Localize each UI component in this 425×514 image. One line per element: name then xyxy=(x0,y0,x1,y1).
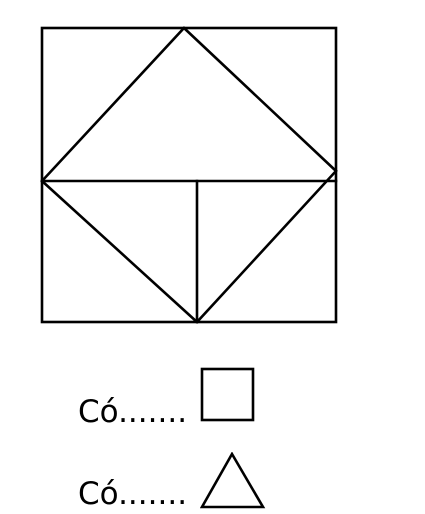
square-icon xyxy=(200,367,255,422)
geometry-figure xyxy=(40,26,338,324)
question-count-triangles: Có....... xyxy=(78,474,187,514)
question-label-triangles: Có....... xyxy=(78,476,188,512)
outer-square xyxy=(40,26,338,324)
question-count-squares: Có....... xyxy=(78,392,187,432)
question-label-squares: Có....... xyxy=(78,394,188,430)
triangle-icon xyxy=(200,452,266,509)
inscribed-diamond xyxy=(40,26,338,324)
